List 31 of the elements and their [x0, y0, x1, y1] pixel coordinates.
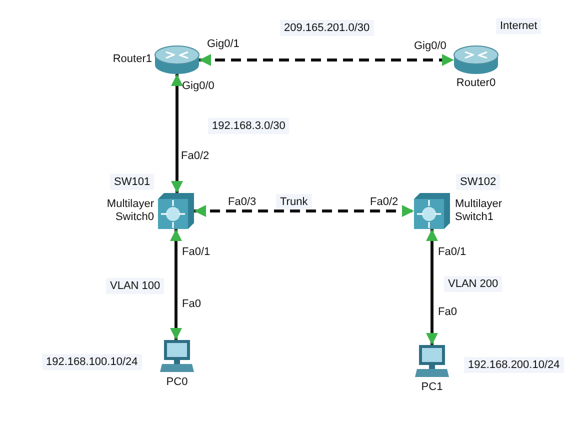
device-note: 192.168.200.10/24 — [464, 357, 564, 373]
device-name: PC0 — [165, 376, 189, 389]
link-line — [171, 74, 183, 193]
port-label: Fa0/2 — [370, 196, 398, 208]
port-label: Fa0 — [438, 306, 457, 318]
port-label: Fa0 — [182, 298, 201, 310]
port-label: Gig0/0 — [414, 40, 446, 52]
link-line — [426, 229, 438, 345]
edge-label: Trunk — [276, 194, 312, 210]
port-label: Gig0/1 — [207, 38, 240, 50]
device-name: Multilayer Switch0 — [106, 198, 154, 224]
device-name: PC1 — [420, 381, 444, 394]
device-note: SW102 — [456, 174, 500, 190]
port-label: Gig0/0 — [182, 80, 214, 92]
link-line — [170, 229, 182, 340]
network-label: Internet — [496, 18, 542, 34]
device-note: SW101 — [110, 174, 154, 190]
edge-label: VLAN 100 — [106, 278, 164, 294]
dashed-link-line — [194, 205, 414, 217]
port-label: Fa0/1 — [438, 246, 466, 258]
dashed-link-line — [199, 54, 454, 66]
port-label: Fa0/1 — [182, 246, 210, 258]
port-label: Fa0/2 — [181, 150, 210, 162]
edge-label: 192.168.3.0/30 — [208, 118, 290, 134]
edge-label: 209.165.201.0/30 — [280, 20, 374, 36]
port-label: Fa0/3 — [228, 196, 256, 208]
device-name: Router1 — [112, 53, 152, 66]
device-name: Router0 — [455, 77, 497, 90]
device-note: 192.168.100.10/24 — [42, 354, 142, 370]
edge-label: VLAN 200 — [444, 276, 502, 292]
device-name: Multilayer Switch1 — [455, 198, 504, 224]
